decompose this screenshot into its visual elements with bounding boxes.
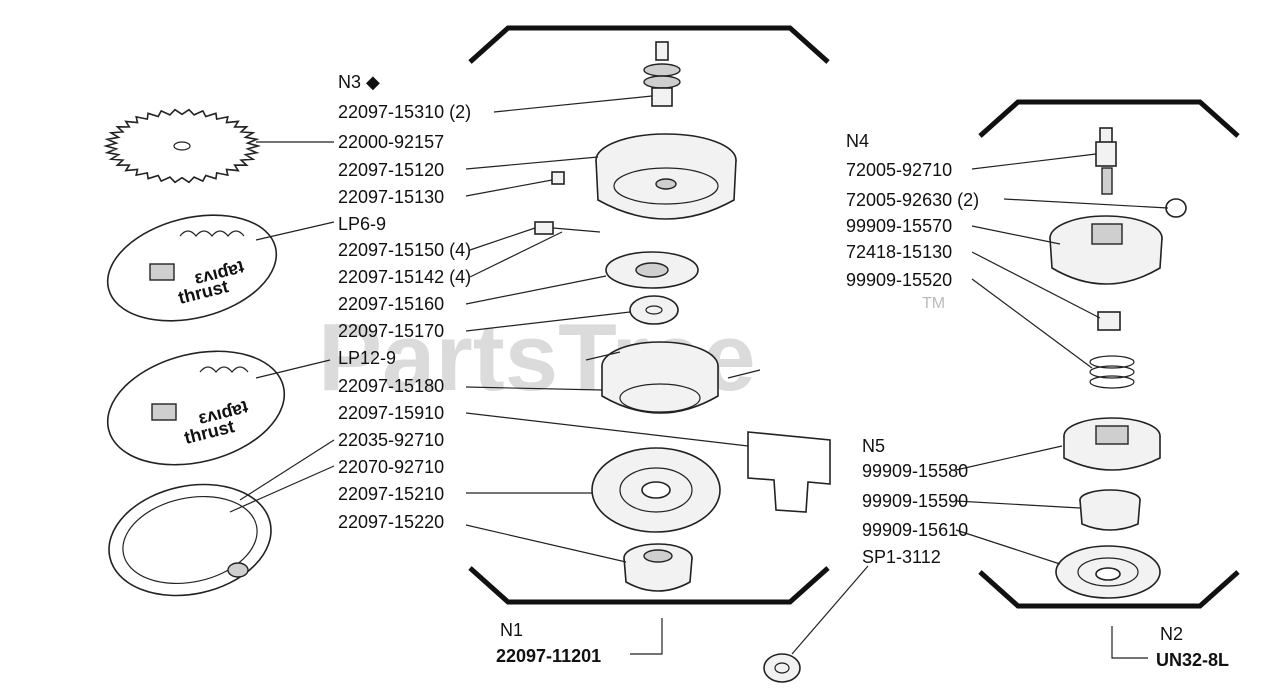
labels-n5-label-1: 99909-15590 xyxy=(862,491,968,511)
group-n3-title: N3 ◆ xyxy=(338,72,380,92)
eyelet-part xyxy=(1097,311,1121,331)
housing-part xyxy=(595,133,737,220)
labels-n5-label-0: 99909-15580 xyxy=(862,461,968,481)
labels-left-label-13: 22070-92710 xyxy=(338,457,444,477)
labels-n4-label-4: 99909-15520 xyxy=(846,270,952,290)
plate-part xyxy=(605,251,699,289)
bracket-n1-top xyxy=(468,25,830,64)
spool-part xyxy=(585,341,761,414)
cover-part xyxy=(591,447,721,533)
labels-n5-label-3: SP1-3112 xyxy=(862,547,941,567)
labels-n5-label-2: 99909-15610 xyxy=(862,520,968,540)
spring-part xyxy=(1089,355,1135,389)
labels-left-label-3: 22097-15130 xyxy=(338,187,444,207)
labels-left-label-4: LP6-9 xyxy=(338,214,386,234)
sheet-part xyxy=(747,431,831,513)
labels-left-label-2: 22097-15120 xyxy=(338,160,444,180)
leader-lines xyxy=(229,95,1169,659)
group-n1-part: 22097-11201 xyxy=(496,646,601,666)
label-group-n4: N4 xyxy=(846,131,869,151)
labels-left-label-11: 22097-15910 xyxy=(338,403,444,423)
labels-n4-label-3: 72418-15130 xyxy=(846,242,952,262)
labels-left-column: 22097-15310 (2) 22000-92157 22097-15120 220… xyxy=(338,102,471,532)
labels-left-label-9: LP12-9 xyxy=(338,348,396,368)
labels-left-label-8: 22097-15170 xyxy=(338,321,444,341)
cap-screws-part xyxy=(1165,198,1187,218)
group-n4-title: N4 xyxy=(846,131,869,151)
group-n1-title: N1 xyxy=(500,620,523,640)
decal-lp6-9-part: εʌıɗɐʇ thrust xyxy=(106,214,278,322)
watermark-trademark: TM xyxy=(922,295,945,312)
decal-lp12-9-part: εʌıɗɐʇ thrust xyxy=(106,350,286,466)
bracket-n1-bottom xyxy=(468,566,830,605)
saw-blade-part xyxy=(103,108,261,184)
labels-left-label-14: 22097-15210 xyxy=(338,484,444,504)
bracket-n2-top xyxy=(978,99,1240,138)
labels-left-label-10: 22097-15180 xyxy=(338,376,444,396)
labels-left-label-0: 22097-15310 (2) xyxy=(338,102,471,122)
labels-left-label-12: 22035-92710 xyxy=(338,430,444,450)
labels-n4-label-2: 99909-15570 xyxy=(846,216,952,236)
group-n2-title: N2 xyxy=(1160,624,1183,644)
bracket-n2-bottom xyxy=(978,570,1240,609)
labels-n4-column: 72005-92710 72005-92630 (2) 99909-15570 724… xyxy=(846,160,979,290)
spool-n5-part xyxy=(1063,417,1161,471)
small-pin-part xyxy=(551,171,565,185)
bolt-n4-part xyxy=(1095,127,1117,195)
labels-left-label-1: 22000-92157 xyxy=(338,132,444,152)
labels-left-label-6: 22097-15142 (4) xyxy=(338,267,471,287)
labels-n4-label-1: 72005-92630 (2) xyxy=(846,190,979,210)
group-n5-title: N5 xyxy=(862,436,885,456)
bolt-part xyxy=(643,41,681,107)
labels-left-label-7: 22097-15160 xyxy=(338,294,444,314)
nut-sp1-3112-part xyxy=(763,653,801,683)
label-group-n5: N5 xyxy=(862,436,885,456)
labels-n5-column: 99909-15580 99909-15590 99909-15610SP1-311… xyxy=(862,461,968,567)
group-n2-part: UN32-8L xyxy=(1156,650,1229,670)
labels-left-label-15: 22097-15220 xyxy=(338,512,444,532)
knob-n5-part xyxy=(1055,545,1161,599)
cup-part xyxy=(1079,489,1141,531)
clip-part xyxy=(534,221,601,235)
label-group-n3: N3 ◆ xyxy=(338,72,380,92)
labels-n4-label-0: 72005-92710 xyxy=(846,160,952,180)
head-housing-part xyxy=(1049,215,1163,285)
labels-left-label-5: 22097-15150 (4) xyxy=(338,240,471,260)
washer-part xyxy=(629,295,679,325)
knob-part xyxy=(623,543,693,592)
